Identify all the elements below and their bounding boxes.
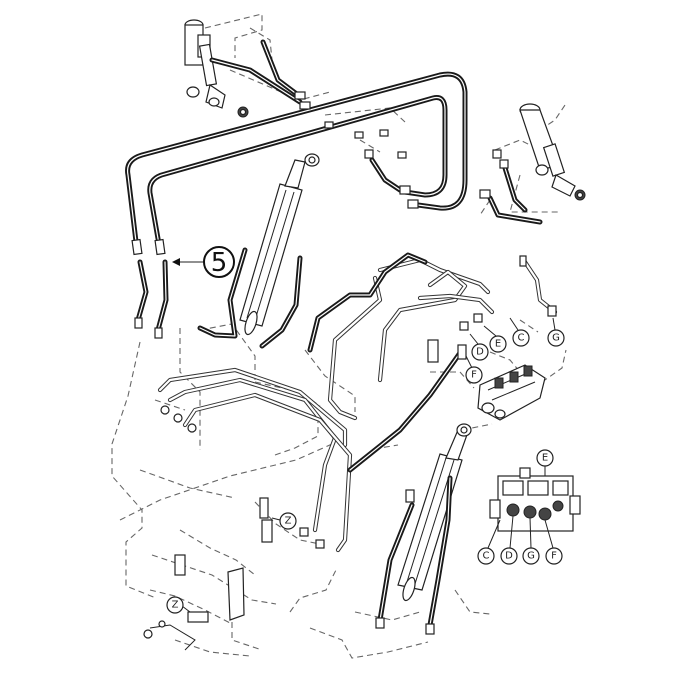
callout-5-label: 5 [211,248,228,278]
lower-left-brackets [143,405,325,651]
callout-e2: E [536,449,554,476]
steel-tube-lines [157,257,558,553]
callout-label: E [495,339,501,350]
valve-feed-hoses [307,252,465,473]
callout-label: E [542,453,548,464]
top-left-lift-cylinder [184,19,249,118]
callout-c1: C [509,317,530,347]
callout-e1: E [483,325,507,353]
callout-f1: F [465,355,483,384]
left-tilt-cylinder-hoses [197,247,303,349]
callout-5: 5 [172,246,235,278]
upper-cylinder-hoses [209,39,543,225]
callout-z1: Z [271,512,297,530]
control-valve-assembly [427,255,557,421]
callout-label: F [471,370,477,381]
callout-z2: Z [166,596,191,614]
left-tilt-cylinder [239,153,320,336]
callout-label: D [476,347,484,358]
callout-d1: D [469,333,489,361]
callout-label: D [505,551,513,562]
right-tilt-cylinder [397,423,472,602]
top-right-lift-cylinder [519,103,586,201]
callout-g2: G [522,517,540,565]
hose-5-loop [125,71,468,333]
callout-g1: G [547,317,565,347]
callout-label: C [483,551,490,562]
callout-f2: F [544,519,563,565]
callout-d2: D [500,515,518,565]
inset-valve-detail [489,467,581,532]
callout-label: F [551,551,557,562]
callout-label: C [518,333,525,344]
callout-label: G [552,333,560,344]
callout-label: Z [172,600,179,611]
dashed-leader-lines [111,13,567,659]
callout-label: Z [285,516,292,527]
hose-fittings [131,91,509,339]
callout-label: G [527,551,535,562]
callout-c2: C [477,519,501,565]
right-tilt-cylinder-hoses [375,475,453,635]
